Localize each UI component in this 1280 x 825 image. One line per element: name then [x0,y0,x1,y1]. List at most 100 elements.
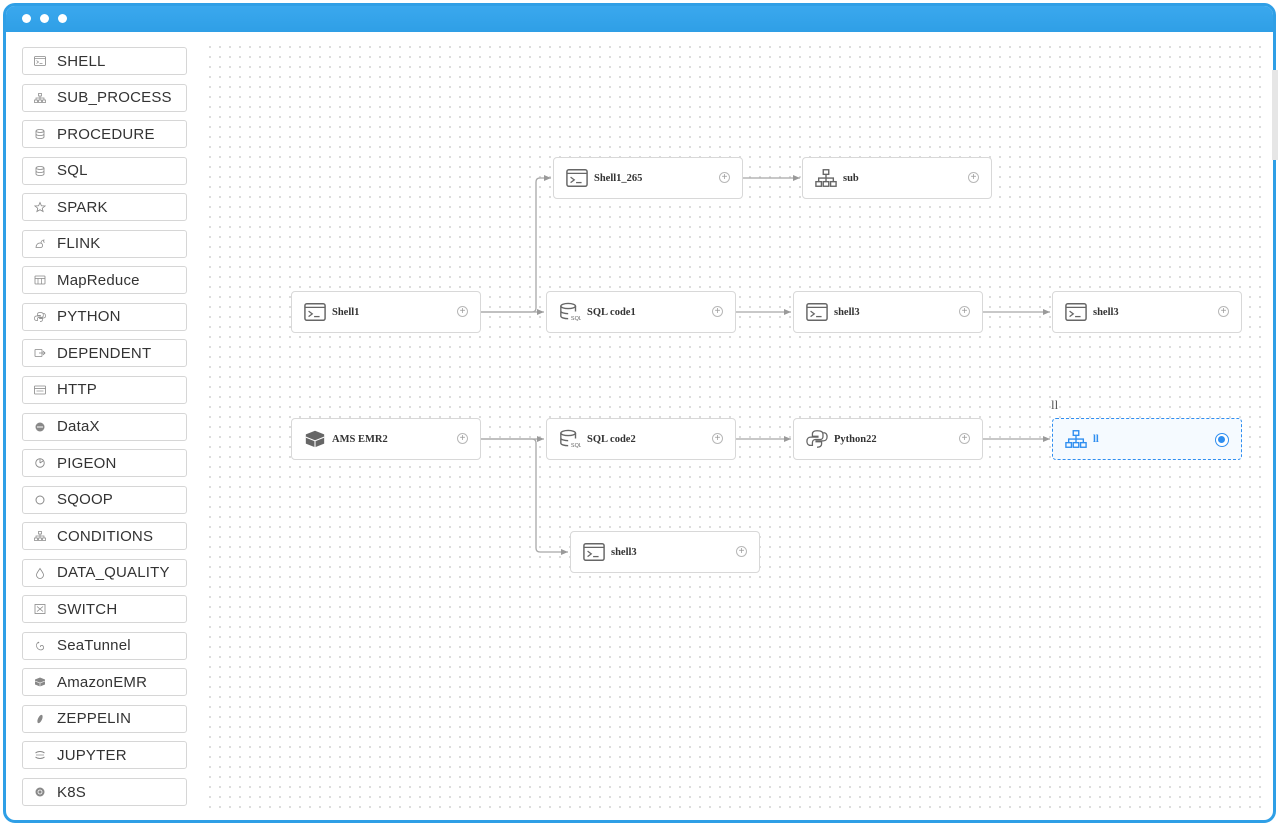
circle-icon [33,493,47,507]
toolbox-item-procedure[interactable]: PROCEDURE [22,120,187,149]
hierarchy-icon [815,168,837,188]
grid-icon [33,273,47,287]
terminal-icon [806,302,828,322]
node-label: shell3 [611,546,637,558]
toolbox-item-k8s[interactable]: K8S [22,778,187,806]
toolbox-item-jupyter[interactable]: JUPYTER [22,741,187,770]
zeppelin-icon [33,712,47,726]
python-icon [806,429,828,449]
toolbox-item-seatunnel[interactable]: SeaTunnel [22,631,187,660]
workflow-node-ll[interactable]: ll [1052,418,1242,460]
window-dot-maximize[interactable] [58,14,67,23]
toolbox-item-flink[interactable]: FLINK [22,229,187,258]
add-downstream-button[interactable]: + [1218,306,1229,317]
node-label: Python22 [834,433,877,445]
pigeon-icon [33,456,47,470]
add-downstream-button[interactable]: + [736,546,747,557]
toolbox-item-switch[interactable]: SWITCH [22,595,187,624]
dependency-icon [33,346,47,360]
database-icon [33,164,47,178]
toolbox-item-label: SUB_PROCESS [57,89,172,107]
toolbox-item-dependent[interactable]: DEPENDENT [22,339,187,368]
toolbox-item-label: FLINK [57,235,101,253]
toolbox-item-label: PYTHON [57,308,121,326]
toolbox-item-http[interactable]: HTTP [22,375,187,404]
workflow-node-sqlcode2[interactable]: SQL SQL code2 + [546,418,736,460]
toolbox-item-sqoop[interactable]: SQOOP [22,485,187,514]
emr-icon [304,429,326,449]
add-downstream-button[interactable]: + [719,172,730,183]
toolbox-item-datax[interactable]: DataX [22,412,187,441]
star-icon [33,200,47,214]
terminal-icon [304,302,326,322]
minus-circle-icon [33,420,47,434]
toolbox-item-label: MapReduce [57,271,140,289]
toolbox-item-label: CONDITIONS [57,527,154,545]
workflow-node-amsemr2[interactable]: AMS EMR2 + [291,418,481,460]
window-dot-close[interactable] [22,14,31,23]
toolbox-item-label: DataX [57,418,100,435]
toolbox-item-amazonemr[interactable]: AmazonEMR [22,668,187,697]
python-icon [33,310,47,324]
toolbox-item-pigeon[interactable]: PIGEON [22,449,187,478]
workflow-node-shell1[interactable]: Shell1 + [291,291,481,333]
emr-icon [33,675,47,689]
add-downstream-button[interactable]: + [959,306,970,317]
add-downstream-button[interactable]: + [712,433,723,444]
workflow-node-sub[interactable]: sub + [802,157,992,199]
node-label: shell3 [834,306,860,318]
workflow-node-sqlcode1[interactable]: SQL SQL code1 + [546,291,736,333]
database-icon [33,127,47,141]
toolbox-item-label: DATA_QUALITY [57,564,170,582]
browser-icon [33,383,47,397]
add-downstream-button[interactable]: + [457,433,468,444]
toolbox-item-zeppelin[interactable]: ZEPPELIN [22,704,187,733]
toolbox-item-conditions[interactable]: CONDITIONS [22,522,187,551]
node-label: Shell1 [332,306,360,318]
toolbox-item-mapreduce[interactable]: MapReduce [22,266,187,295]
node-label: sub [843,172,859,184]
sql-icon: SQL [559,429,581,449]
toolbox-item-label: SQL [57,162,88,180]
add-downstream-button[interactable]: + [959,433,970,444]
toolbox-item-label: SWITCH [57,600,118,618]
hierarchy-icon [33,91,47,105]
toolbox-item-label: HTTP [57,381,97,399]
toolbox-item-python[interactable]: PYTHON [22,302,187,331]
toolbox-item-label: JUPYTER [57,746,127,764]
squirrel-icon [33,237,47,251]
toolbox-item-shell[interactable]: SHELL [22,47,187,75]
hierarchy-icon [33,529,47,543]
workflow-node-shell1-265[interactable]: Shell1_265+ [553,157,743,199]
add-downstream-button[interactable]: + [712,306,723,317]
node-label: AMS EMR2 [332,433,388,445]
toolbox-item-data-quality[interactable]: DATA_QUALITY [22,558,187,587]
toolbox-item-spark[interactable]: SPARK [22,193,187,222]
workflow-node-python22[interactable]: Python22 + [793,418,983,460]
toolbox-item-label: SHELL [57,52,106,70]
node-label: SQL code2 [587,433,636,445]
workflow-node-shell3c[interactable]: shell3 + [570,531,760,573]
svg-text:SQL: SQL [571,316,581,322]
add-downstream-button[interactable]: + [457,306,468,317]
toolbox-item-label: DEPENDENT [57,344,152,362]
node-selected-indicator[interactable] [1215,433,1229,447]
terminal-icon [33,54,47,68]
toolbox-item-label: K8S [57,783,86,801]
node-label: SQL code1 [587,306,636,318]
terminal-icon [583,542,605,562]
toolbox-item-label: SPARK [57,198,108,216]
svg-text:SQL: SQL [571,443,581,449]
window-dot-minimize[interactable] [40,14,49,23]
switch-icon [33,602,47,616]
add-downstream-button[interactable]: + [968,172,979,183]
toolbox-item-label: ZEPPELIN [57,710,132,728]
workflow-node-shell3b[interactable]: shell3+ [1052,291,1242,333]
toolbox-item-sql[interactable]: SQL [22,156,187,185]
terminal-icon [1065,302,1087,322]
selected-node-tag: ll [1051,397,1059,412]
edge-strip [1272,70,1278,160]
toolbox-item-sub-process[interactable]: SUB_PROCESS [22,83,187,112]
workflow-node-shell3a[interactable]: shell3 + [793,291,983,333]
node-label: ll [1093,433,1099,445]
